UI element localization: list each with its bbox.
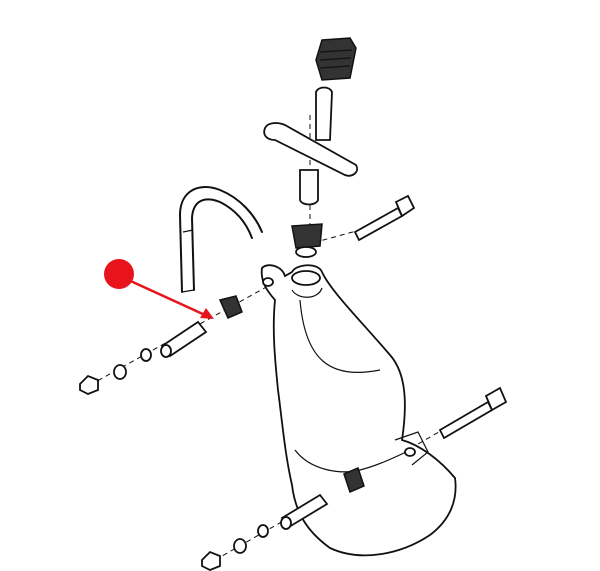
lower-hardware	[201, 466, 365, 571]
reservoir-tank	[260, 264, 457, 557]
filler-cap	[315, 37, 357, 81]
upper-hardware	[79, 295, 243, 395]
callout-annotation	[104, 259, 214, 319]
bolt-lower	[438, 386, 508, 440]
hose-t-fitting	[263, 86, 358, 206]
bolt-upper	[353, 194, 416, 242]
red-marker-dot	[104, 259, 134, 289]
vent-hose	[179, 186, 263, 293]
grommet	[291, 223, 323, 258]
